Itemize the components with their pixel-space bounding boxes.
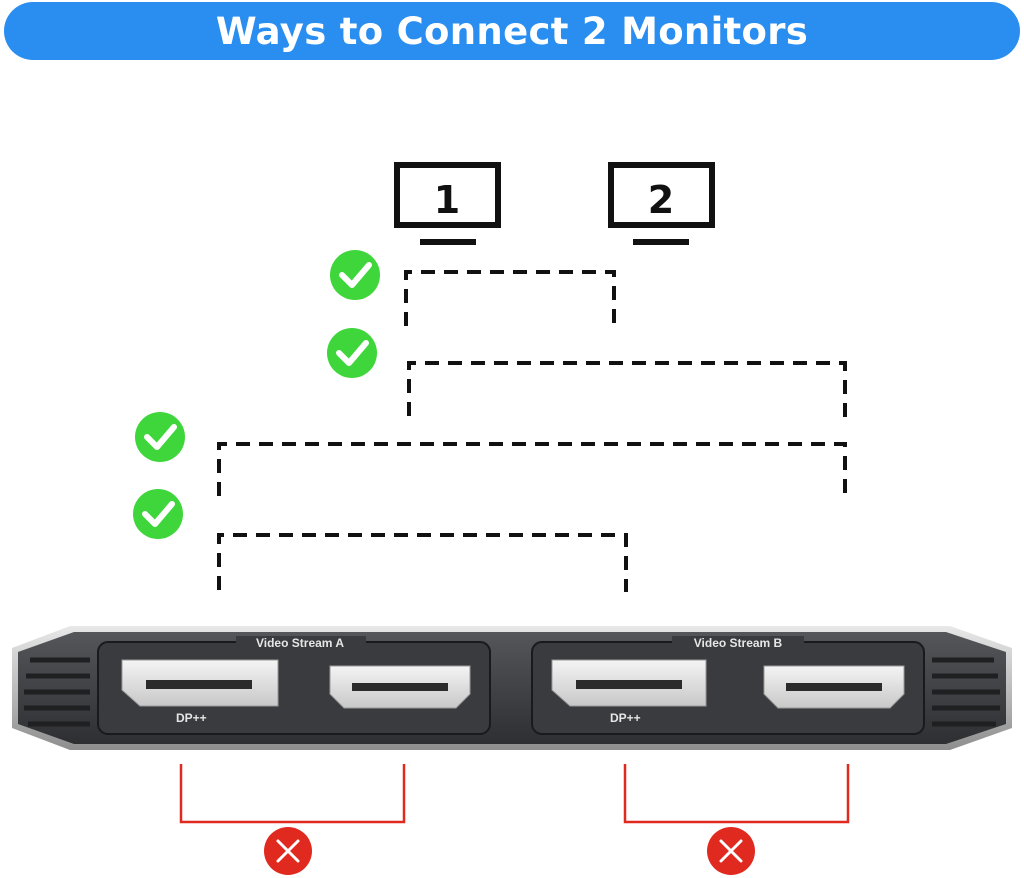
vent-right	[932, 657, 1000, 727]
monitor-icon	[394, 162, 501, 245]
monitor-1-label: 1	[434, 178, 460, 222]
connection-path-2	[407, 361, 847, 420]
monitor-1: 1	[394, 162, 501, 245]
monitor-2-label: 2	[648, 178, 674, 222]
invalid-connection-b	[623, 764, 850, 875]
hdmi-port-a	[329, 665, 471, 709]
connection-path-1	[404, 270, 616, 330]
connection-path-3	[217, 442, 847, 500]
check-circle-icon	[135, 412, 185, 462]
invalid-connection-a	[179, 764, 406, 875]
displayport-a: DP++	[121, 659, 279, 725]
monitor-icon	[608, 162, 715, 245]
vent-left	[24, 657, 90, 727]
displayport-b: DP++	[551, 659, 707, 725]
title-banner: Ways to Connect 2 Monitors	[4, 2, 1020, 60]
check-circle-icon	[330, 250, 380, 300]
check-circle-icon	[133, 489, 183, 539]
adapter-device: Video Stream A Video Stream B DP++ DP++	[12, 626, 1012, 750]
valid-connections	[217, 270, 847, 592]
x-circle-icon	[264, 827, 312, 875]
monitor-2: 2	[608, 162, 715, 245]
check-circle-icon	[327, 328, 377, 378]
page-title: Ways to Connect 2 Monitors	[215, 9, 809, 53]
port-b-dp-label: DP++	[610, 711, 641, 725]
hdmi-port-b	[763, 665, 905, 709]
connection-path-4	[217, 533, 628, 592]
port-a-dp-label: DP++	[176, 711, 207, 725]
x-circle-icon	[707, 827, 755, 875]
stream-b-label: Video Stream B	[694, 636, 783, 650]
stream-a-label: Video Stream A	[256, 636, 344, 650]
